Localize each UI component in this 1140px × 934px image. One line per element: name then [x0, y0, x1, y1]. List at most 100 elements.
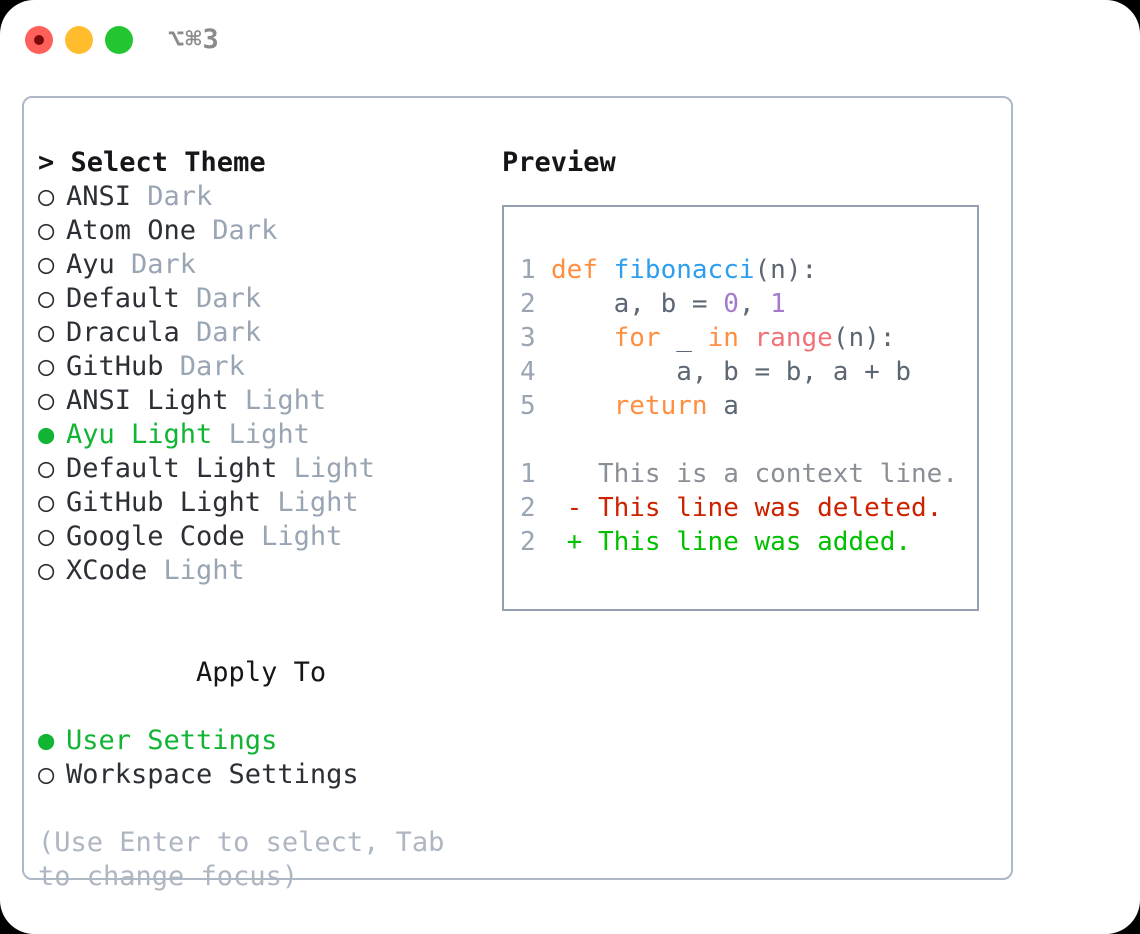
- theme-option-name: ANSI: [66, 181, 132, 212]
- theme-option-name: Default Light: [66, 453, 278, 484]
- theme-option-ansi[interactable]: ○ ANSI Dark: [38, 180, 488, 214]
- theme-option-default[interactable]: ○ Default Dark: [38, 282, 488, 316]
- line-number: 1: [520, 459, 536, 489]
- diff-text: This line was deleted.: [582, 493, 943, 523]
- maximize-button[interactable]: [105, 26, 133, 54]
- line-number: 5: [520, 391, 536, 421]
- theme-option-dracula[interactable]: ○Dracula Dark: [38, 316, 488, 350]
- main-panel: > Select Theme ○ANSI Dark○Atom One Dark○…: [22, 96, 1013, 892]
- apply-to-option-name: Workspace Settings: [66, 759, 359, 790]
- preview-title: Preview: [502, 147, 616, 178]
- code-token-kw: for: [613, 323, 661, 353]
- diff-line-text: - This line was deleted.: [551, 493, 943, 523]
- radio-unselected-icon: ○: [38, 215, 55, 246]
- minimize-button[interactable]: [65, 26, 93, 54]
- diff-sign: -: [551, 493, 583, 523]
- theme-option-github-light[interactable]: ○ GitHub Light Light: [38, 486, 488, 520]
- list-spacer: [38, 588, 488, 622]
- theme-option-ayu-light[interactable]: ● Ayu Light Light: [38, 418, 488, 452]
- code-diff-separator: [520, 423, 977, 457]
- keyboard-hint: (Use Enter to select, Tab to change focu…: [38, 827, 445, 892]
- theme-option-name: ANSI Light: [66, 385, 229, 416]
- theme-option-default-light[interactable]: ○Default Light Light: [38, 452, 488, 486]
- theme-option-category: Light: [277, 453, 375, 484]
- theme-option-name: XCode: [66, 555, 148, 586]
- theme-option-category: Light: [228, 385, 327, 416]
- theme-option-name: Ayu: [66, 249, 115, 280]
- code-token-plain: [551, 323, 614, 353]
- code-token-num: 0: [723, 289, 739, 319]
- code-token-kw: def: [551, 255, 614, 285]
- theme-option-google-code[interactable]: ○Google Code Light: [38, 520, 488, 554]
- code-token-plain: a: [707, 391, 739, 421]
- code-token-plain: a, b = b, a + b: [551, 357, 912, 387]
- code-token-num: 1: [770, 289, 786, 319]
- theme-option-category: Light: [212, 419, 310, 450]
- apply-to-option-user-settings[interactable]: ● User Settings: [38, 724, 488, 758]
- diff-sign: +: [551, 527, 583, 557]
- code-line: 3 for _ in range(n):: [520, 321, 977, 355]
- radio-unselected-icon: ○: [38, 181, 55, 212]
- theme-option-name: GitHub Light: [66, 487, 262, 518]
- theme-option-category: Dark: [179, 317, 262, 348]
- keyboard-shortcut-label: ⌥⌘3: [168, 24, 220, 55]
- theme-option-category: Dark: [163, 351, 245, 382]
- radio-unselected-icon: ○: [38, 487, 55, 518]
- theme-option-ayu[interactable]: ○Ayu Dark: [38, 248, 488, 282]
- apply-to-list: ● User Settings ○ Workspace Settings: [38, 724, 488, 792]
- code-token-plain: a, b =: [551, 289, 724, 319]
- diff-line-text: This is a context line.: [551, 459, 958, 489]
- theme-option-category: Dark: [131, 181, 213, 212]
- diff-line-text: + This line was added.: [551, 527, 911, 557]
- theme-option-atom-one[interactable]: ○Atom One Dark: [38, 214, 488, 248]
- theme-option-category: Dark: [179, 283, 262, 314]
- code-token-kw: in: [707, 323, 739, 353]
- radio-selected-icon: ●: [38, 725, 55, 756]
- radio-unselected-icon: ○: [38, 283, 55, 314]
- select-theme-heading: > Select Theme: [38, 147, 266, 178]
- theme-option-category: Dark: [196, 215, 278, 246]
- code-line: 5 return a: [520, 389, 977, 423]
- theme-option-ansi-light[interactable]: ○ANSI Light Light: [38, 384, 488, 418]
- radio-selected-icon: ●: [38, 419, 55, 450]
- close-button[interactable]: [25, 26, 53, 54]
- apply-to-option-workspace-settings[interactable]: ○ Workspace Settings: [38, 758, 488, 792]
- radio-unselected-icon: ○: [38, 555, 55, 586]
- radio-unselected-icon: ○: [38, 759, 55, 790]
- theme-list: ○ANSI Dark○Atom One Dark○Ayu Dark○Defaul…: [38, 180, 488, 588]
- radio-unselected-icon: ○: [38, 351, 55, 382]
- code-token-plain: [739, 323, 755, 353]
- code-token-fn: fibonacci: [613, 255, 755, 285]
- apply-to-option-name: User Settings: [66, 725, 278, 756]
- code-token-bi: range: [754, 323, 833, 353]
- code-token-plain: (n):: [832, 323, 896, 353]
- apply-to-heading: Apply To: [38, 622, 488, 724]
- theme-option-xcode[interactable]: ○ XCode Light: [38, 554, 488, 588]
- radio-unselected-icon: ○: [38, 249, 55, 280]
- theme-option-category: Light: [147, 555, 245, 586]
- diff-line-del: 2 - This line was deleted.: [520, 491, 977, 525]
- line-number: 4: [520, 357, 536, 387]
- code-token-kw: return: [613, 391, 708, 421]
- apply-to-heading-label: Apply To: [196, 657, 327, 688]
- theme-option-name: GitHub: [66, 351, 164, 382]
- theme-option-name: Default: [66, 283, 180, 314]
- theme-option-category: Light: [244, 521, 343, 552]
- theme-option-category: Light: [261, 487, 359, 518]
- theme-option-name: Ayu Light: [66, 419, 213, 450]
- title-bar: ⌥⌘3: [0, 0, 1140, 78]
- line-number: 3: [520, 323, 536, 353]
- line-number: 2: [520, 493, 536, 523]
- line-number: 2: [520, 527, 536, 557]
- code-line: 4 a, b = b, a + b: [520, 355, 977, 389]
- theme-option-github[interactable]: ○ GitHub Dark: [38, 350, 488, 384]
- diff-sign: [551, 459, 582, 489]
- diff-block: 1 This is a context line.2 - This line w…: [520, 457, 977, 559]
- diff-text: This line was added.: [582, 527, 912, 557]
- code-token-plain: [551, 391, 614, 421]
- code-token-plain: (n):: [754, 255, 818, 285]
